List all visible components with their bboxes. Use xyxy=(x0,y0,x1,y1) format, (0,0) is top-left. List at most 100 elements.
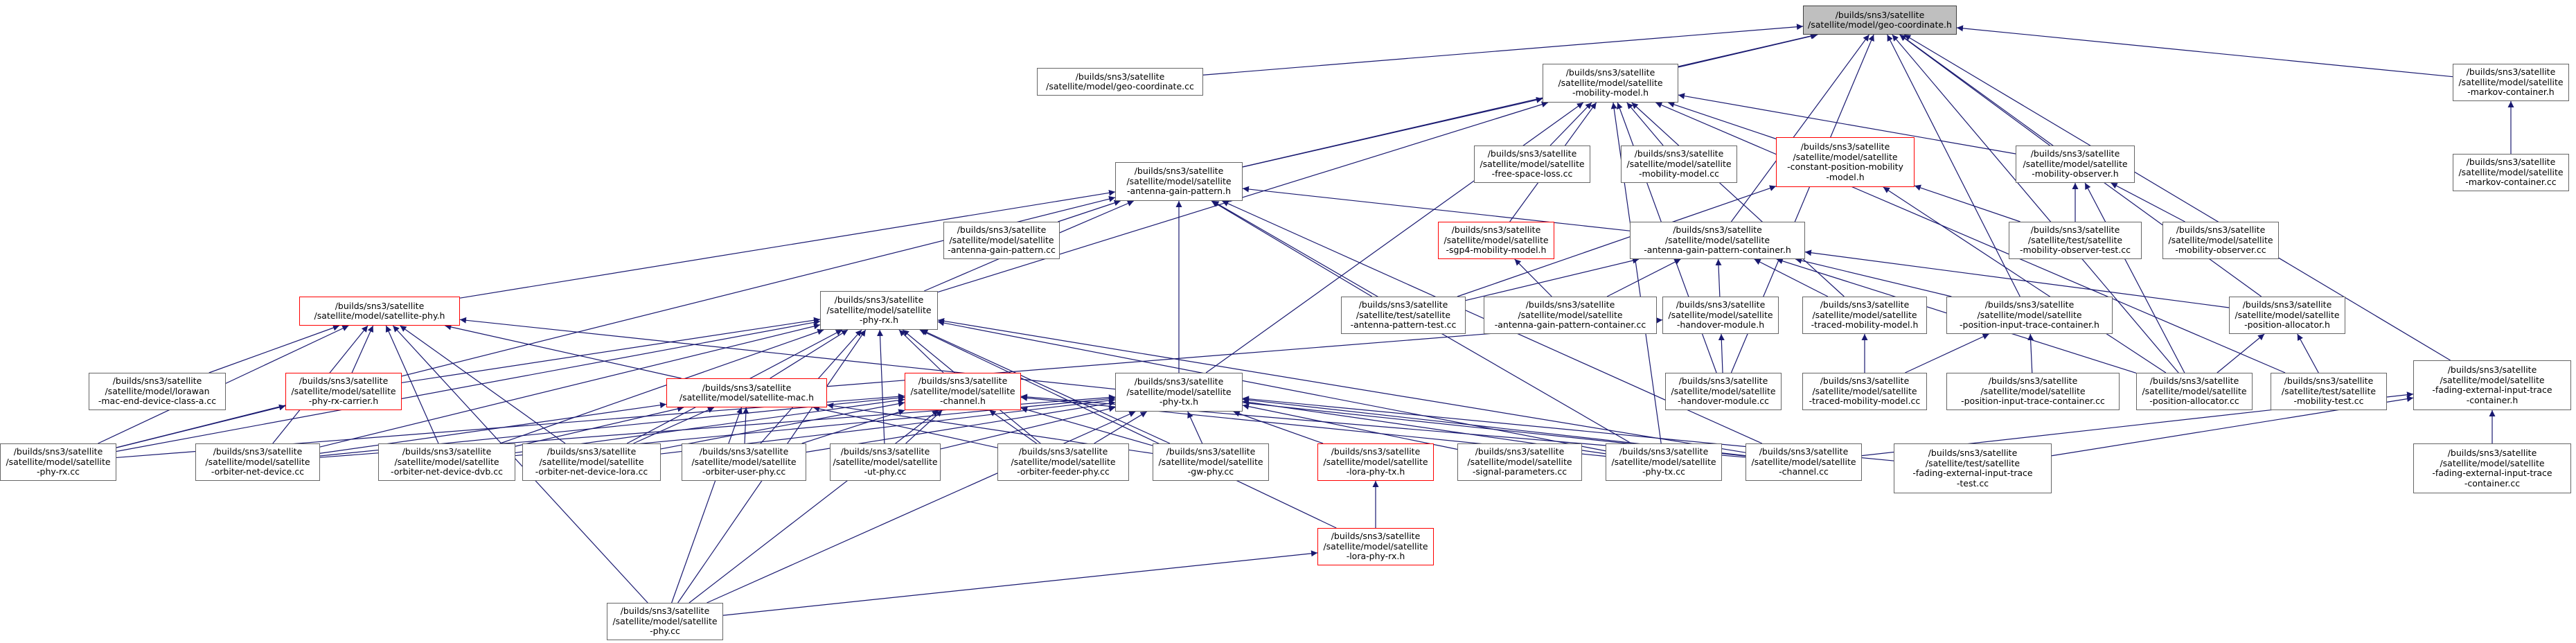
graph-node-chan-h[interactable]: /builds/sns3/satellite /satellite/model/… xyxy=(905,373,1021,410)
graph-node-markov-cc[interactable]: /builds/sns3/satellite /satellite/model/… xyxy=(2453,154,2569,191)
edge-tmm-cc-to-pitc-h xyxy=(1905,333,1989,373)
edge-phytx-cc-to-phyrx-h xyxy=(937,319,1606,452)
edge-gw-cc-to-phyrx-h xyxy=(921,329,1171,444)
edge-mac-h-to-phyrx-h xyxy=(770,329,849,379)
edge-sp-cc-to-phytx-h xyxy=(1242,403,1458,450)
graph-node-mobm-cc[interactable]: /builds/sns3/satellite /satellite/model/… xyxy=(1621,146,1737,183)
edge-phy-cc-to-lorarx-h xyxy=(722,550,1318,616)
graph-node-ofp-cc[interactable]: /builds/sns3/satellite /satellite/model/… xyxy=(997,443,1129,481)
graph-node-phy-h[interactable]: /builds/sns3/satellite /satellite/model/… xyxy=(299,297,460,326)
edge-ofp-cc-to-phytx-h xyxy=(1094,411,1148,444)
graph-node-geo-cc[interactable]: /builds/sns3/satellite /satellite/model/… xyxy=(1037,68,1203,96)
edge-ho-h-to-agpc-h xyxy=(1715,258,1722,297)
edge-pa-cc-to-cpm-h xyxy=(1883,186,2167,373)
graph-node-loratx-h[interactable]: /builds/sns3/satellite /satellite/model/… xyxy=(1317,443,1434,481)
graph-node-pa-h[interactable]: /builds/sns3/satellite /satellite/model/… xyxy=(2229,297,2345,334)
edge-chan-cc-to-phyrx-h xyxy=(937,317,1746,453)
edge-onddvb-cc-to-mac-h xyxy=(515,405,684,447)
graph-node-pitc-h[interactable]: /builds/sns3/satellite /satellite/model/… xyxy=(1946,297,2113,334)
edge-ond-cc-to-mac-h xyxy=(319,402,667,454)
edge-phy-h-to-agp-h xyxy=(459,189,1116,299)
edge-pa-h-to-agpc-h xyxy=(1804,249,2230,308)
edge-mobobs-cc-to-mobobs-h xyxy=(2111,182,2185,222)
edge-agpc-cc-to-sgp4-h xyxy=(1514,258,1552,297)
graph-node-geo-h[interactable]: /builds/sns3/satellite /satellite/model/… xyxy=(1803,6,1957,35)
edge-pitc-h-to-geo-h xyxy=(1887,34,2020,297)
graph-node-agp-h[interactable]: /builds/sns3/satellite /satellite/model/… xyxy=(1115,162,1243,201)
graph-node-oup-cc[interactable]: /builds/sns3/satellite /satellite/model/… xyxy=(682,443,806,481)
edge-agp-test-to-cpm-h xyxy=(1457,185,1777,297)
graph-node-ond-cc[interactable]: /builds/sns3/satellite /satellite/model/… xyxy=(195,443,320,481)
graph-node-markov-h[interactable]: /builds/sns3/satellite /satellite/model/… xyxy=(2453,64,2569,101)
graph-node-agp-cc[interactable]: /builds/sns3/satellite /satellite/model/… xyxy=(943,222,1060,259)
edge-chan-cc-to-phy-h xyxy=(459,317,1746,457)
graph-node-phytx-cc[interactable]: /builds/sns3/satellite /satellite/model/… xyxy=(1606,443,1722,481)
edge-ondlora-cc-to-chan-h xyxy=(660,400,905,450)
graph-node-phytx-h[interactable]: /builds/sns3/satellite /satellite/model/… xyxy=(1115,373,1243,412)
graph-node-phy-cc[interactable]: /builds/sns3/satellite /satellite/model/… xyxy=(607,603,723,640)
graph-node-phyrx-h[interactable]: /builds/sns3/satellite /satellite/model/… xyxy=(820,291,938,330)
graph-node-ut-cc[interactable]: /builds/sns3/satellite /satellite/model/… xyxy=(830,443,941,481)
edge-oup-cc-to-chan-h xyxy=(801,409,905,444)
graph-node-sp-cc[interactable]: /builds/sns3/satellite /satellite/model/… xyxy=(1457,443,1582,481)
edge-onddvb-cc-to-phyrx-h xyxy=(499,328,824,444)
graph-node-lorawan-cc[interactable]: /builds/sns3/satellite /satellite/model/… xyxy=(89,373,226,410)
graph-node-tmm-cc[interactable]: /builds/sns3/satellite /satellite/model/… xyxy=(1802,373,1927,410)
graph-node-mac-h[interactable]: /builds/sns3/satellite /satellite/model/… xyxy=(666,378,827,407)
edge-phyrx-cc-to-carrier-h xyxy=(116,404,286,448)
graph-node-feit-test[interactable]: /builds/sns3/satellite /satellite/test/s… xyxy=(1894,443,2052,493)
edge-mob-test-to-mob-h xyxy=(1655,102,2286,373)
edge-phy-cc-to-phy-h xyxy=(392,325,648,604)
graph-node-mobobs-h[interactable]: /builds/sns3/satellite /satellite/model/… xyxy=(2016,146,2135,183)
graph-node-chan-cc[interactable]: /builds/sns3/satellite /satellite/model/… xyxy=(1746,443,1862,481)
edge-gw-cc-to-phytx-h xyxy=(1187,411,1203,444)
edge-pitc-h-to-agpc-h xyxy=(1795,257,1952,297)
edge-pa-cc-to-mobobs-h xyxy=(2084,182,2185,373)
edge-phyrx-h-to-mob-h xyxy=(937,101,1549,293)
edge-phy-cc-to-mac-h xyxy=(671,407,743,604)
edge-lorawan-cc-to-phy-h xyxy=(208,324,340,373)
graph-node-lorarx-h[interactable]: /builds/sns3/satellite /satellite/model/… xyxy=(1317,528,1434,565)
graph-node-mob-h[interactable]: /builds/sns3/satellite /satellite/model/… xyxy=(1543,64,1678,103)
edge-agp-h-to-mob-h xyxy=(1242,96,1543,168)
graph-node-agp-test[interactable]: /builds/sns3/satellite /satellite/test/s… xyxy=(1341,297,1466,334)
edge-mobobs-h-to-geo-h xyxy=(1899,34,2050,146)
graph-node-mob-test[interactable]: /builds/sns3/satellite /satellite/test/s… xyxy=(2271,373,2387,410)
edge-agp-cc-to-agp-h xyxy=(1058,200,1121,222)
edge-markov-h-to-geo-h xyxy=(1956,25,2453,78)
graph-node-pitc-cc[interactable]: /builds/sns3/satellite /satellite/model/… xyxy=(1946,373,2120,410)
graph-node-onddvb-cc[interactable]: /builds/sns3/satellite /satellite/model/… xyxy=(378,443,515,481)
graph-node-ondlora-cc[interactable]: /builds/sns3/satellite /satellite/model/… xyxy=(522,443,661,481)
edge-loratx-h-to-phytx-h xyxy=(1233,410,1324,444)
graph-node-sgp4-h[interactable]: /builds/sns3/satellite /satellite/model/… xyxy=(1438,222,1554,259)
graph-node-carrier-h[interactable]: /builds/sns3/satellite /satellite/model/… xyxy=(285,373,402,410)
edge-carrier-h-to-phyrx-h xyxy=(401,317,821,383)
edge-ondlora-cc-to-phy-h xyxy=(400,325,566,444)
edge-agpc-cc-to-agpc-h xyxy=(1606,258,1681,297)
graph-node-tmm-h[interactable]: /builds/sns3/satellite /satellite/model/… xyxy=(1802,297,1927,334)
edge-ut-cc-to-phytx-h xyxy=(940,405,1116,450)
graph-node-agpc-cc[interactable]: /builds/sns3/satellite /satellite/model/… xyxy=(1484,297,1657,334)
edge-agp-test-to-agp-h xyxy=(1211,200,1372,297)
graph-node-gw-cc[interactable]: /builds/sns3/satellite /satellite/model/… xyxy=(1153,443,1269,481)
edge-agpc-h-to-geo-h xyxy=(1730,34,1869,222)
graph-node-cpm-h[interactable]: /builds/sns3/satellite /satellite/model/… xyxy=(1776,137,1915,187)
edge-lorarx-h-to-phyrx-h xyxy=(919,329,1337,529)
edge-phy-cc-to-phytx-h xyxy=(707,411,1136,604)
graph-node-feitc-h[interactable]: /builds/sns3/satellite /satellite/model/… xyxy=(2413,360,2571,410)
graph-node-agpc-h[interactable]: /builds/sns3/satellite /satellite/model/… xyxy=(1630,222,1805,259)
edge-ofp-cc-to-chan-h xyxy=(989,409,1037,444)
edge-agpc-h-to-agp-h xyxy=(1242,186,1631,231)
edge-tmm-h-to-agpc-h xyxy=(1754,258,1829,297)
graph-node-mobobs-cc[interactable]: /builds/sns3/satellite /satellite/model/… xyxy=(2162,222,2279,259)
graph-node-phyrx-cc[interactable]: /builds/sns3/satellite /satellite/model/… xyxy=(0,443,116,481)
graph-node-ho-cc[interactable]: /builds/sns3/satellite /satellite/model/… xyxy=(1665,373,1782,410)
edge-ond-cc-to-phyrx-h xyxy=(319,323,821,448)
graph-node-ho-h[interactable]: /builds/sns3/satellite /satellite/model/… xyxy=(1662,297,1779,334)
edge-ondlora-cc-to-mac-h xyxy=(633,407,715,444)
graph-node-feitc-cc[interactable]: /builds/sns3/satellite /satellite/model/… xyxy=(2413,443,2571,493)
graph-node-mobobs-test[interactable]: /builds/sns3/satellite /satellite/test/s… xyxy=(2009,222,2142,259)
graph-node-pa-cc[interactable]: /builds/sns3/satellite /satellite/model/… xyxy=(2136,373,2253,410)
graph-node-fsl-cc[interactable]: /builds/sns3/satellite /satellite/model/… xyxy=(1474,146,1590,183)
edge-mobobs-h-to-mob-h xyxy=(1678,93,2016,155)
